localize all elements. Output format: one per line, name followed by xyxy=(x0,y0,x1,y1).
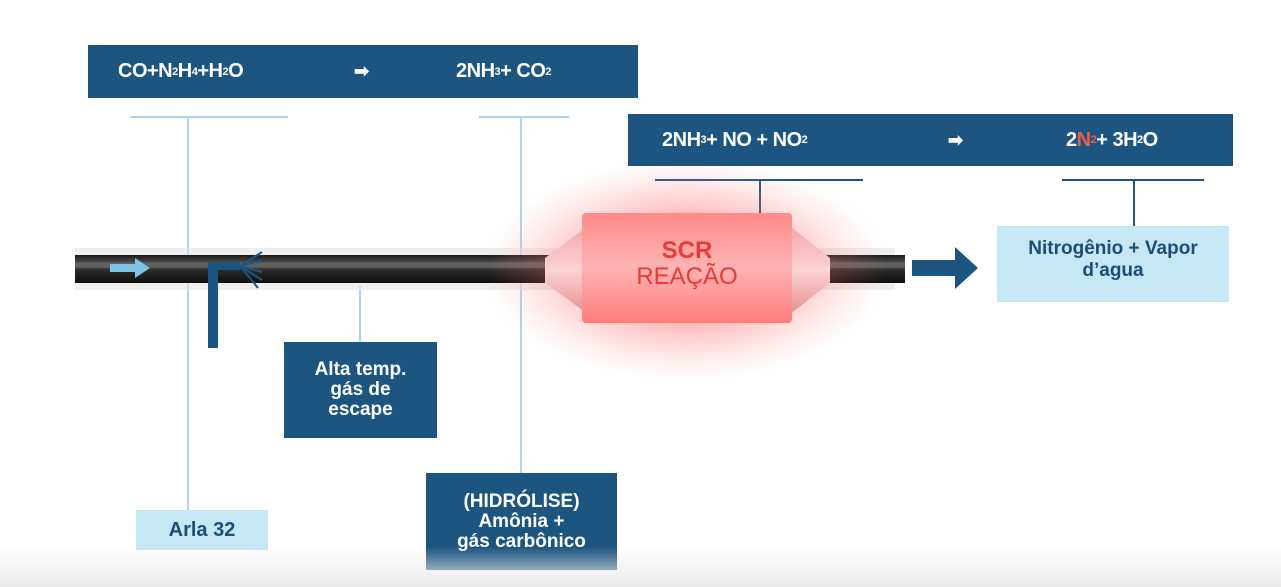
scr-inlet-cone xyxy=(545,226,588,314)
hydrolysis-label-line-1: (HIDRÓLISE) xyxy=(463,490,580,512)
nitrogen-highlight: N xyxy=(1076,128,1091,151)
scr-title: SCR xyxy=(661,237,713,264)
exhaust-connector-line xyxy=(359,286,361,344)
bottom-fade xyxy=(0,547,1281,587)
exhaust-label-box: Alta temp. gás de escape xyxy=(284,342,437,438)
equation-scr-arrow-icon: ➡ xyxy=(948,129,963,150)
arla-label-text: Arla 32 xyxy=(168,518,236,541)
scr-subtitle: REAÇÃO xyxy=(636,263,738,290)
equation-top-bracket-right xyxy=(479,116,569,118)
scr-catalyst-body xyxy=(582,213,792,323)
injector-spray-icon xyxy=(239,251,263,289)
exhaust-label-line-3: escape xyxy=(328,399,393,420)
scr-label: SCR REAÇÃO xyxy=(582,238,792,290)
outlet-arrow-icon xyxy=(912,247,978,289)
arla-label-box: Arla 32 xyxy=(136,510,268,550)
inlet-arrow-icon xyxy=(110,258,150,278)
equation-hydrolysis-arrow-icon: ➡ xyxy=(354,61,369,81)
output-label-text: Nitrogênio + Vapor d’agua xyxy=(1028,238,1198,281)
equation-top-bracket-left xyxy=(130,116,288,118)
exhaust-label-line-2: gás de xyxy=(330,379,391,400)
hydrolysis-label-line-2: Amônia + xyxy=(478,510,565,532)
output-connector-line xyxy=(1133,180,1135,226)
hydrolysis-label-line-3: gás carbônico xyxy=(457,530,586,552)
output-label-box: Nitrogênio + Vapor d’agua xyxy=(997,226,1229,302)
injector-pipe xyxy=(208,262,240,348)
arla-connector-line xyxy=(187,117,189,511)
scr-outlet-cone xyxy=(790,226,830,314)
exhaust-label-line-1: Alta temp. xyxy=(314,359,407,380)
